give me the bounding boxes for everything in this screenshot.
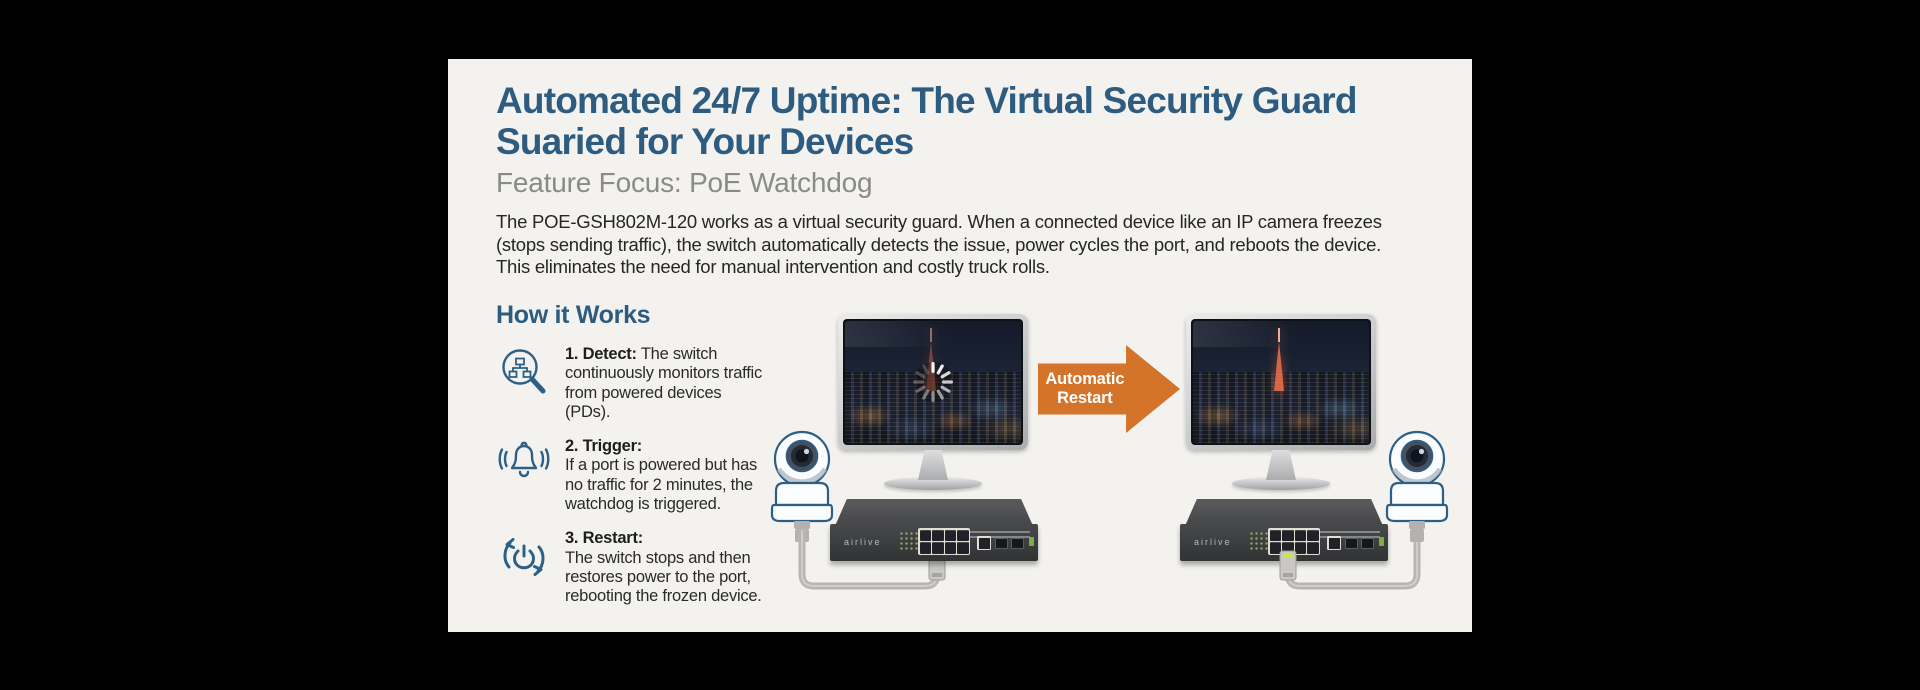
switch-led-matrix	[900, 532, 928, 552]
monitor-stand	[1266, 450, 1296, 480]
alarm-bell-icon	[496, 437, 552, 493]
switch-model-fineprint	[1318, 531, 1380, 540]
poe-switch-left: airlive	[830, 499, 1038, 565]
step-restart: 3. Restart: The switch stops and then re…	[496, 529, 768, 606]
sfp-slot-1	[995, 538, 1008, 549]
frozen-screen	[845, 321, 1021, 443]
switch-brand: airlive	[1194, 537, 1232, 547]
step-detect: 1. Detect: The switch continuously monit…	[496, 345, 768, 422]
steps-list: 1. Detect: The switch continuously monit…	[496, 345, 768, 622]
rj45-port-block	[918, 528, 970, 555]
switch-led-matrix	[1250, 532, 1278, 552]
sfp-slot-1	[1345, 538, 1358, 549]
switch-top-panel	[835, 499, 1033, 526]
loading-spinner-icon	[913, 362, 953, 402]
city-tower	[1273, 327, 1284, 391]
intro-paragraph: The POE-GSH802M-120 works as a virtual s…	[496, 211, 1382, 278]
arrow-label: Automatic Restart	[1045, 370, 1125, 407]
uplink-port	[1327, 536, 1341, 550]
title-line-2: Suaried for Your Devices	[496, 120, 914, 162]
switch-front-panel: airlive	[830, 524, 1038, 561]
step-detect-text: 1. Detect: The switch continuously monit…	[565, 345, 762, 421]
uplink-port	[977, 536, 991, 550]
how-it-works-heading: How it Works	[496, 301, 651, 329]
poe-switch-right: airlive	[1180, 499, 1388, 565]
feature-subtitle: Feature Focus: PoE Watchdog	[496, 167, 873, 198]
ethernet-cable-right	[1266, 529, 1436, 604]
step-trigger-label: 2. Trigger:	[565, 437, 643, 456]
status-glyph	[1379, 537, 1384, 546]
switch-front-panel: airlive	[1180, 524, 1388, 561]
step-trigger-text: 2. Trigger: If a port is powered but has…	[565, 437, 768, 514]
step-trigger: 2. Trigger: If a port is powered but has…	[496, 437, 768, 514]
monitor-base	[884, 477, 982, 490]
monitor-frame	[838, 314, 1028, 450]
restart-power-icon	[496, 529, 552, 585]
city-tower	[925, 327, 936, 391]
magnifier-network-icon	[496, 345, 552, 401]
infographic-card: Automated 24/7 Uptime: The Virtual Secur…	[448, 59, 1472, 632]
restored-monitor	[1186, 314, 1376, 490]
ip-camera-right	[1381, 425, 1453, 529]
ip-camera-left	[766, 425, 838, 529]
status-glyph	[1029, 537, 1034, 546]
monitor-base	[1232, 477, 1330, 490]
switch-top-panel	[1185, 499, 1383, 526]
sfp-slot-2	[1361, 538, 1374, 549]
monitor-frame	[1186, 314, 1376, 450]
sfp-slot-2	[1011, 538, 1024, 549]
step-restart-label: 3. Restart:	[565, 529, 643, 548]
automatic-restart-arrow: Automatic Restart	[1038, 345, 1180, 433]
title-line-1: Automated 24/7 Uptime: The Virtual Secur…	[496, 80, 1357, 121]
switch-brand: airlive	[844, 537, 882, 547]
frozen-monitor	[838, 314, 1028, 490]
step-restart-text: 3. Restart: The switch stops and then re…	[565, 529, 768, 606]
step-detect-label: 1. Detect:	[565, 345, 637, 363]
switch-model-fineprint	[968, 531, 1030, 540]
monitor-stand	[918, 450, 948, 480]
page-title: Automated 24/7 Uptime: The Virtual Secur…	[496, 80, 1357, 162]
rj45-port-block	[1268, 528, 1320, 555]
live-screen	[1193, 321, 1369, 443]
ethernet-cable-left	[788, 529, 958, 604]
